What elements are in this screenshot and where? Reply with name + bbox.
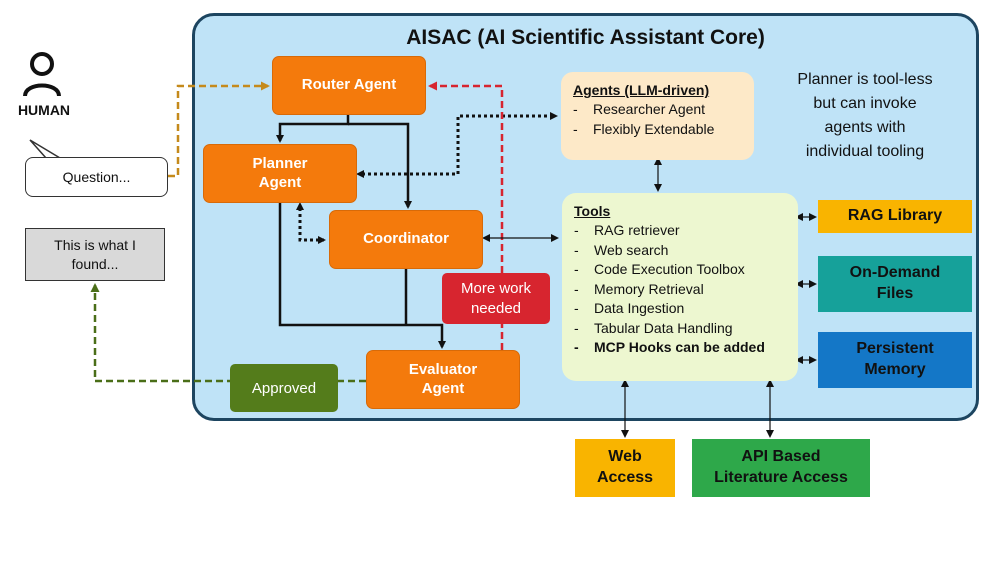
list-item: -RAG retriever bbox=[574, 222, 680, 238]
tools-box: Tools -RAG retriever -Web search -Code E… bbox=[562, 193, 798, 381]
planner-to-evaluator-arrow bbox=[278, 203, 446, 349]
question-bubble: Question... bbox=[25, 157, 168, 197]
llm-agents-box: Agents (LLM-driven) -Researcher Agent -F… bbox=[561, 72, 754, 160]
evaluator-agent-node: Evaluator Agent bbox=[366, 350, 520, 409]
planner-agent-node: Planner Agent bbox=[203, 144, 357, 203]
list-item: -Researcher Agent bbox=[573, 101, 706, 117]
on-demand-files-node: On-Demand Files bbox=[818, 256, 972, 312]
tools-heading: Tools bbox=[574, 203, 611, 219]
planner-coordinator-dotted-link bbox=[296, 202, 326, 244]
list-item: -Data Ingestion bbox=[574, 300, 685, 316]
diagram-title: AISAC (AI Scientific Assistant Core) bbox=[406, 26, 765, 49]
planner-note-text: Planner is tool-less but can invoke agen… bbox=[797, 71, 933, 160]
person-icon bbox=[23, 52, 61, 97]
more-work-loop-arrow bbox=[428, 81, 504, 350]
speech-bubble-tail bbox=[29, 139, 61, 159]
list-item: -Web search bbox=[574, 241, 669, 258]
answer-box: This is what I found... bbox=[25, 228, 165, 281]
list-item: -Tabular Data Handling bbox=[574, 319, 733, 336]
api-literature-node: API Based Literature Access bbox=[692, 439, 870, 497]
coordinator-node: Coordinator bbox=[329, 210, 483, 269]
persistent-memory-node: Persistent Memory bbox=[818, 332, 972, 388]
human-label: HUMAN bbox=[17, 102, 71, 118]
question-to-router-arrow bbox=[168, 81, 270, 178]
web-access-node: Web Access bbox=[575, 439, 675, 497]
list-item: -Code Execution Toolbox bbox=[574, 261, 745, 277]
planner-agents-dotted-link bbox=[356, 112, 558, 178]
router-to-coordinator-arrow bbox=[348, 122, 412, 209]
list-item: -Memory Retrieval bbox=[574, 280, 704, 297]
list-item: -Flexibly Extendable bbox=[573, 120, 715, 137]
router-agent-node: Router Agent bbox=[272, 56, 426, 115]
llm-agents-heading: Agents (LLM-driven) bbox=[573, 82, 710, 98]
router-to-planner-arrow bbox=[276, 115, 350, 143]
rag-library-node: RAG Library bbox=[818, 200, 972, 233]
more-work-needed-label: More work needed bbox=[442, 273, 550, 324]
list-item: -MCP Hooks can be added bbox=[574, 339, 765, 355]
approved-label: Approved bbox=[230, 364, 338, 412]
